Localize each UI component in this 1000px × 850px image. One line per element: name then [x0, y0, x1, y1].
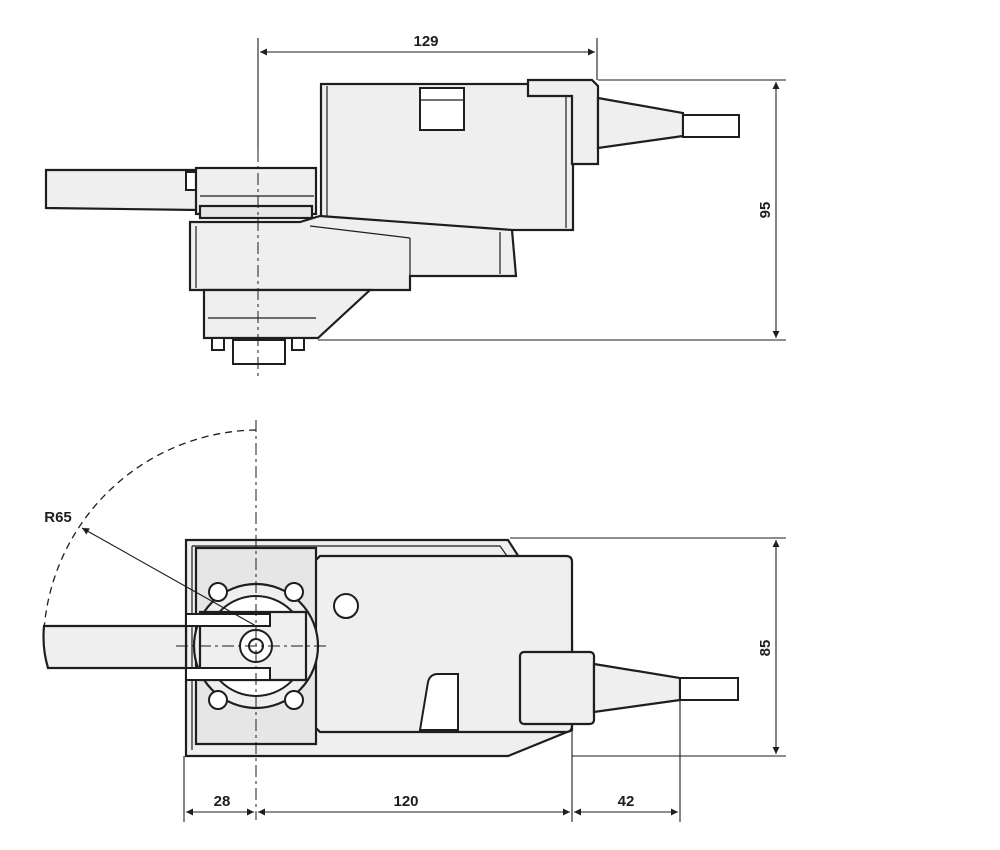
dimension-95: 95 — [318, 79, 786, 341]
dim-label-95: 95 — [757, 202, 774, 219]
clamp-jaw-top — [185, 613, 271, 627]
top-tab — [419, 87, 465, 131]
bolt-right — [291, 337, 305, 351]
gear-hole-3 — [208, 582, 228, 602]
clamp-jaw-bottom — [185, 667, 271, 681]
dim-label-42: 42 — [618, 793, 635, 810]
cable-gland-block — [526, 78, 600, 166]
cable — [682, 114, 740, 138]
dim-label-r65: R65 — [44, 509, 72, 526]
plan-lever — [42, 624, 188, 670]
lower-housing — [188, 214, 518, 292]
connector-block — [518, 650, 596, 726]
radius-r65: R65 — [44, 509, 257, 627]
side-view — [44, 78, 740, 376]
dimension-129: 129 — [257, 33, 598, 150]
dim-label-85: 85 — [757, 640, 774, 657]
bolt-left — [211, 337, 225, 351]
cover-tab — [418, 673, 459, 731]
dim-label-129: 129 — [413, 33, 438, 50]
cable-gland-cone — [596, 96, 685, 150]
connector-cone — [592, 662, 682, 714]
spindle-adapter — [232, 339, 286, 365]
gear-hole-1 — [284, 582, 304, 602]
main-cover — [302, 554, 574, 734]
swing-radius-arc — [43, 429, 257, 631]
plan-view — [42, 420, 739, 820]
gear-hole-4 — [208, 690, 228, 710]
hub-ring — [198, 204, 314, 220]
plan-cable — [679, 677, 739, 701]
lever-arm — [44, 168, 200, 212]
dimension-85: 85 — [510, 537, 786, 757]
cover-screw-hole — [333, 593, 359, 619]
mounting-bracket — [202, 288, 373, 340]
dim-label-28: 28 — [214, 793, 231, 810]
gear-hole-2 — [284, 690, 304, 710]
dim-label-120: 120 — [393, 793, 418, 810]
dimension-chain-bottom: 28 120 42 — [183, 700, 681, 822]
